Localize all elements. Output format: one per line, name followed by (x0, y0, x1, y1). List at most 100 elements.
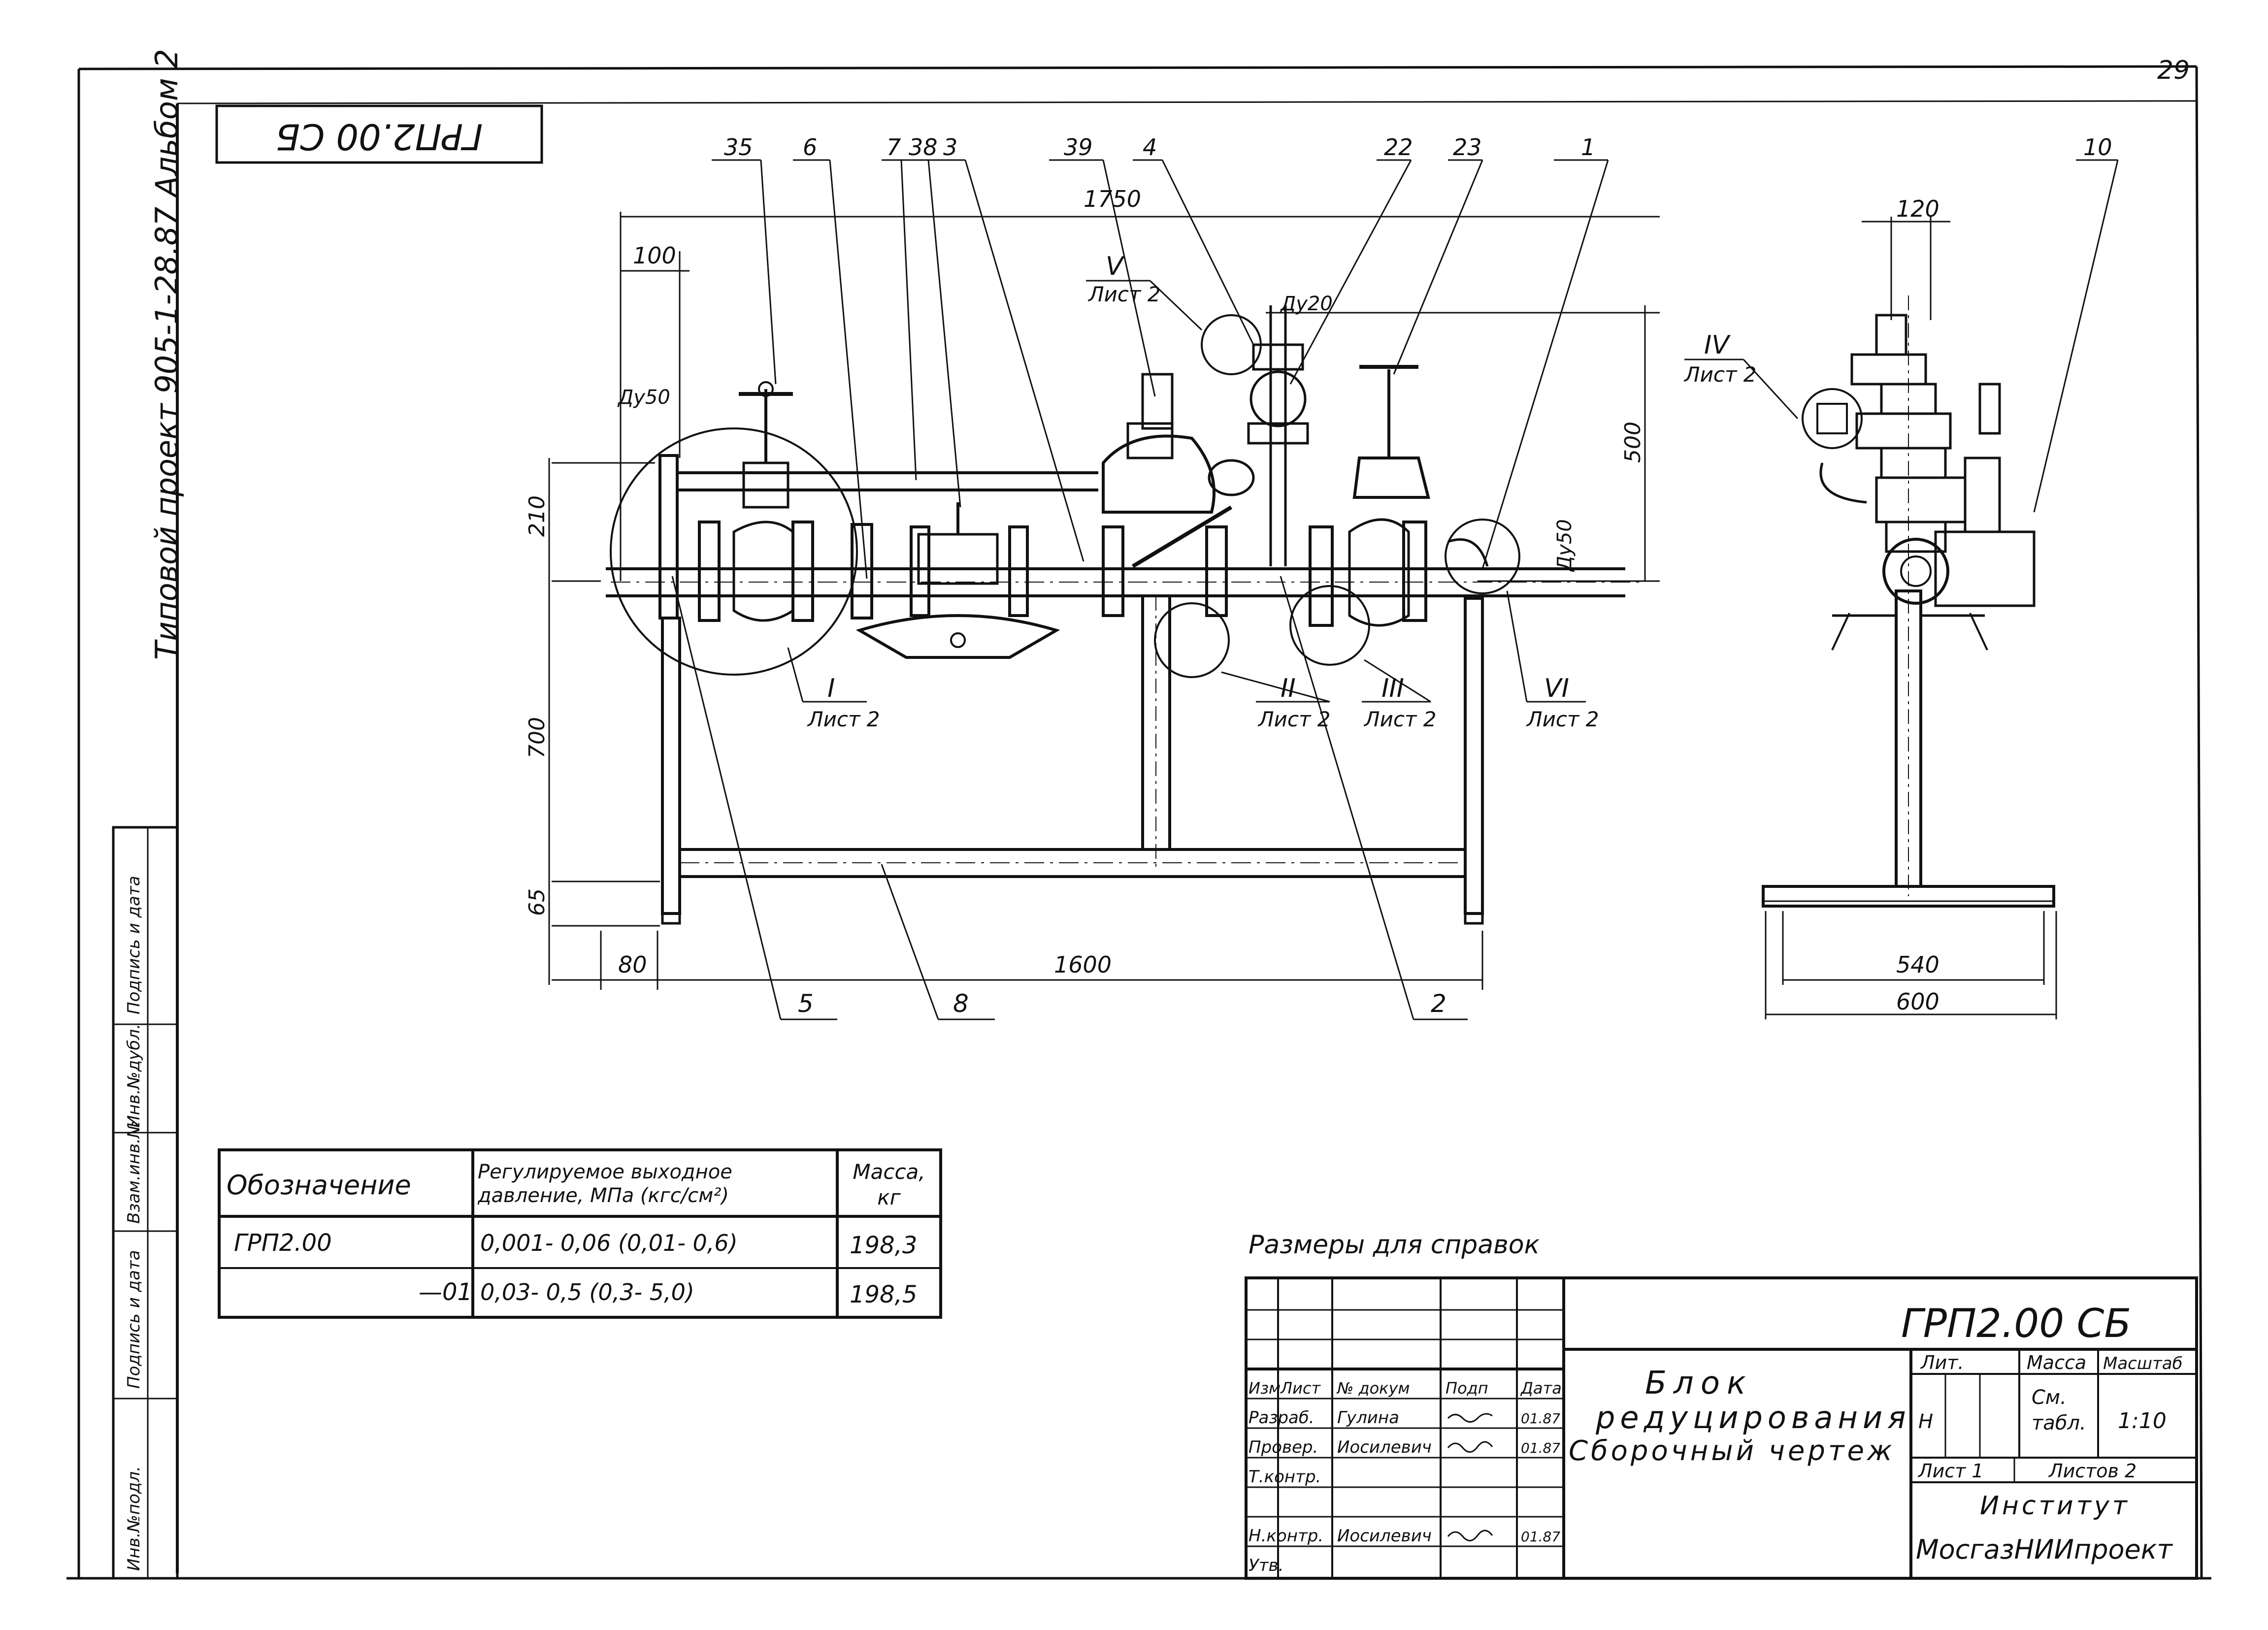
title-block (1245, 1276, 2198, 1580)
title-line2: редуцирования (1595, 1400, 1911, 1435)
tb-name-1: Гулина (1337, 1408, 1399, 1428)
side-view (1762, 295, 2055, 908)
tb-date-2: 01.87 (1521, 1440, 1560, 1456)
tb-role-5: Утв. (1249, 1556, 1283, 1575)
spec-header-pressure-wrap: Регулируемое выходное давление, МПа (кгс… (478, 1161, 732, 1207)
dim-height-lower: 700 (525, 717, 550, 758)
spec-row2-designation: —01 (419, 1278, 472, 1306)
tb-lit-header: Лит. (1920, 1352, 1964, 1373)
dim-side-top: 120 (1896, 196, 1939, 222)
tb-mass-value: См. табл. (2032, 1386, 2086, 1434)
spec-row1-pressure: 0,001- 0,06 (0,01- 0,6) (480, 1230, 738, 1256)
tb-scale-value: 1:10 (2118, 1408, 2167, 1434)
callout-4: 4 (1143, 134, 1157, 161)
spec-row1-mass: 198,3 (850, 1232, 917, 1259)
callout-2: 2 (1431, 989, 1446, 1018)
detail-V-sheet: Лист 2 (1087, 282, 1161, 306)
spec-header-mass-wrap: Масса, кг (853, 1160, 925, 1209)
corner-stamp-text: ГРП2.00 СБ (276, 116, 483, 157)
detail-refs (787, 280, 1799, 703)
dim-offset-bottom: 80 (618, 951, 647, 978)
callout-38: 38 (909, 134, 938, 161)
callout-35: 35 (724, 134, 753, 161)
corner-stamp: ГРП2.00 СБ (215, 104, 543, 164)
main-elevation (606, 305, 1640, 925)
title-line3: Сборочный чертеж (1569, 1435, 1895, 1467)
detail-III-roman: III (1381, 674, 1404, 703)
page-number: 29 (2157, 56, 2190, 85)
tb-mass-header: Масса (2027, 1352, 2086, 1373)
side-label-4: Инв.№дубл. (124, 1024, 144, 1128)
tb-role-4: Н.контр. (1249, 1526, 1323, 1546)
tb-sheet-label: Лист 1 (1917, 1460, 1984, 1482)
tb-name-4: Иосилевич (1337, 1526, 1432, 1546)
tb-org-line2: МосгазНИИпроект (1916, 1534, 2173, 1565)
dimension-labels-main: 1750 100 1600 80 210 700 65 500 Ду50 Ду2… (525, 186, 1645, 978)
title-code: ГРП2.00 СБ (1901, 1301, 2131, 1346)
tb-org-line1: Институт (1980, 1491, 2130, 1521)
signatures (1447, 1413, 1493, 1541)
dim-offset-top: 100 (633, 242, 676, 269)
detail-IV-sheet: Лист 2 (1683, 362, 1757, 387)
tb-col-izm: Изм (1249, 1379, 1281, 1398)
detail-II-roman: II (1281, 674, 1296, 703)
callout-leaders (671, 160, 2119, 1020)
pipe-size-outlet: Ду50 (1553, 519, 1576, 572)
callout-5: 5 (798, 989, 814, 1018)
tb-role-3: Т.контр. (1249, 1467, 1321, 1487)
dim-side-outer: 600 (1896, 988, 1939, 1015)
detail-III-sheet: Лист 2 (1363, 707, 1437, 731)
side-label-5: Подпись и дата (124, 876, 144, 1014)
callout-6: 6 (803, 134, 817, 161)
spec-header-pressure: Регулируемое выходное давление, МПа (кгс… (478, 1161, 732, 1207)
callout-7: 7 (887, 134, 901, 161)
tb-scale-header: Масштаб (2103, 1354, 2183, 1373)
dimensions-main (548, 212, 1660, 990)
side-label-2: Подпись и дата (124, 1250, 144, 1389)
callout-23: 23 (1453, 134, 1482, 161)
dim-side-inner: 540 (1896, 951, 1939, 978)
tb-role-1: Разраб. (1249, 1408, 1315, 1428)
tb-name-2: Иосилевич (1337, 1437, 1432, 1457)
tb-col-list: Лист (1280, 1379, 1321, 1398)
detail-I-roman: I (827, 674, 835, 703)
dim-height-upper: 210 (525, 495, 550, 537)
side-label-3: Взам.инв.№ (124, 1121, 144, 1224)
spec-row2-pressure: 0,03- 0,5 (0,3- 5,0) (480, 1279, 694, 1305)
title-line1: Блок (1645, 1365, 1753, 1402)
dim-height-base: 65 (525, 888, 550, 916)
pipe-size-inlet: Ду50 (617, 386, 670, 409)
callout-8: 8 (953, 989, 969, 1018)
detail-IV-roman: IV (1704, 330, 1731, 360)
callout-39: 39 (1064, 134, 1093, 161)
dim-height-valve: 500 (1620, 422, 1645, 463)
side-strip: Инв.№подл. Подпись и дата Взам.инв.№ Инв… (112, 826, 179, 1580)
tb-role-2: Провер. (1249, 1437, 1318, 1457)
tb-sheets-label: Листов 2 (2048, 1460, 2137, 1482)
tb-lit-value: Н (1918, 1410, 1933, 1433)
tb-date-4: 01.87 (1521, 1529, 1560, 1545)
tb-mass-value-wrap: См. табл. (2032, 1386, 2086, 1434)
spec-row2-mass: 198,5 (850, 1281, 917, 1308)
tb-col-sign: Подп (1446, 1379, 1488, 1398)
spec-row1-designation: ГРП2.00 (234, 1229, 332, 1257)
detail-VI-sheet: Лист 2 (1526, 707, 1599, 731)
callout-22: 22 (1384, 134, 1413, 161)
detail-V-roman: V (1106, 252, 1125, 281)
side-label-1: Инв.№подл. (124, 1466, 144, 1571)
detail-II-sheet: Лист 2 (1257, 707, 1331, 731)
spec-header-designation: Обозначение (227, 1170, 411, 1201)
pipe-size-bypass: Ду20 (1280, 293, 1333, 315)
dimensions-note: Размеры для справок (1249, 1230, 1540, 1260)
project-note: Типовой проект 905-1-28.87 Альбом 2 (149, 49, 185, 660)
spec-header-mass: Масса, кг (853, 1160, 925, 1209)
spec-table (218, 1148, 942, 1319)
callout-10: 10 (2083, 134, 2112, 161)
callout-1: 1 (1581, 134, 1595, 161)
detail-I-sheet: Лист 2 (807, 707, 880, 731)
dim-base-length: 1600 (1054, 951, 1112, 978)
tb-col-doc: № докум (1336, 1379, 1410, 1398)
dimensions-side (1765, 217, 2057, 1019)
tb-date-1: 01.87 (1521, 1410, 1560, 1427)
